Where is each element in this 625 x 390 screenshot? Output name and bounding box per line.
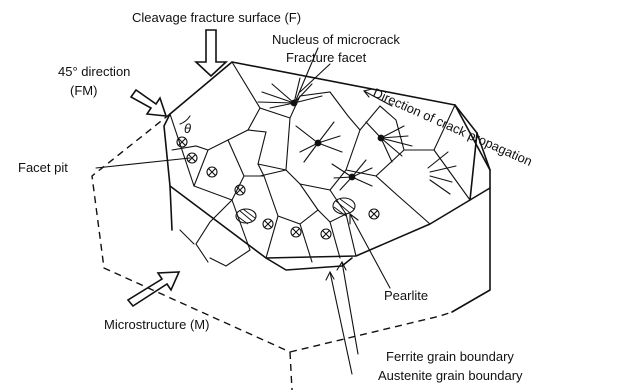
label-theta: θ bbox=[184, 121, 191, 136]
label-crack-direction: Direction of crack propagation bbox=[371, 85, 535, 169]
label-fm: (FM) bbox=[70, 83, 97, 98]
river-markings bbox=[258, 78, 456, 194]
label-45-direction: 45° direction bbox=[58, 64, 130, 79]
label-ferrite-boundary: Ferrite grain boundary bbox=[386, 349, 514, 364]
label-austenite-boundary: Austenite grain boundary bbox=[378, 368, 523, 383]
arrow-microstructure bbox=[128, 272, 179, 306]
label-microstructure: Microstructure (M) bbox=[104, 317, 209, 332]
leader-lines bbox=[300, 64, 358, 374]
pearlite-regions bbox=[236, 198, 390, 288]
label-pearlite: Pearlite bbox=[384, 288, 428, 303]
facet-pits bbox=[96, 137, 379, 239]
label-fracture-facet: Fracture facet bbox=[286, 50, 367, 65]
block-outline bbox=[164, 62, 490, 312]
label-facet-pit: Facet pit bbox=[18, 160, 68, 175]
arrow-45-direction bbox=[131, 90, 166, 116]
arrow-cleavage-surface bbox=[196, 30, 226, 76]
label-nucleus: Nucleus of microcrack bbox=[272, 32, 400, 47]
label-cleavage-surface: Cleavage fracture surface (F) bbox=[132, 10, 301, 25]
